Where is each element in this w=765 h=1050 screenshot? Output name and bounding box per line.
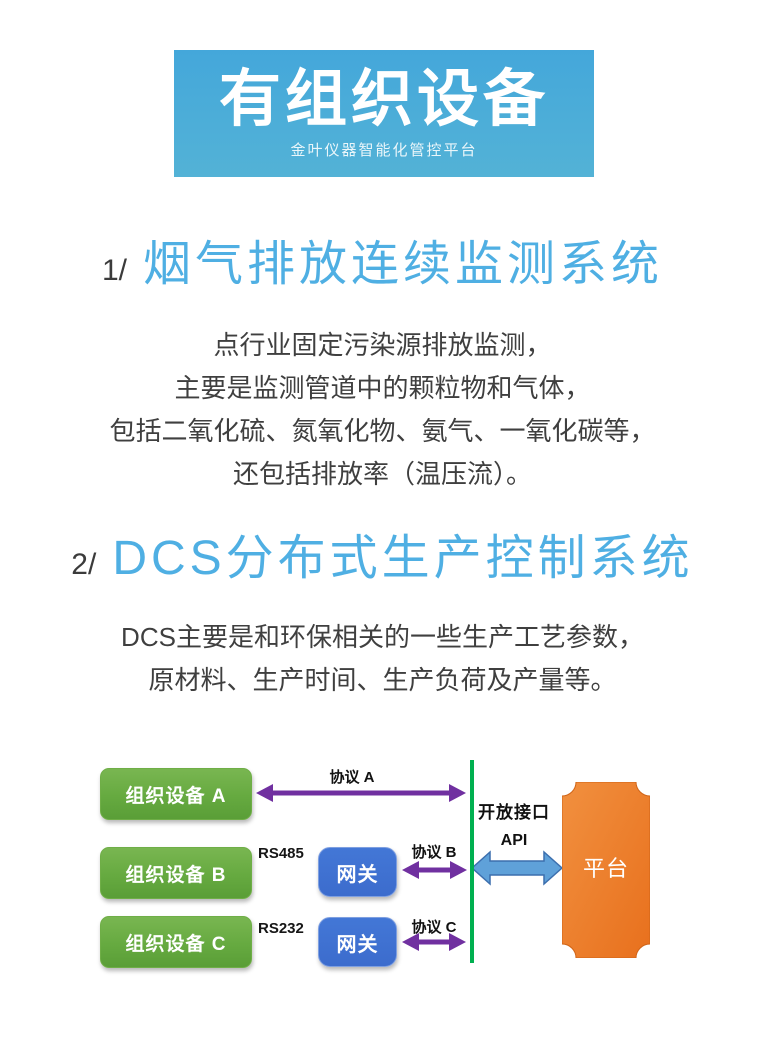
device-b-label: 组织设备 B xyxy=(125,864,227,886)
protocol-b-arrow xyxy=(402,861,467,879)
device-a-label: 组织设备 A xyxy=(125,785,227,807)
platform-plaque-svg xyxy=(562,782,650,958)
protocol-c-arrow xyxy=(402,933,466,951)
header-banner: 有组织设备 金叶仪器智能化管控平台 xyxy=(174,50,594,177)
section1-body-line: 点行业固定污染源排放监测， xyxy=(213,330,552,360)
section2-title: DCS分布式生产控制系统 xyxy=(112,532,694,585)
section1-title: 烟气排放连续监测系统 xyxy=(143,238,664,291)
section1-heading: 1/ 烟气排放连续监测系统 xyxy=(0,224,765,294)
platform-shape: 平台 xyxy=(562,782,650,958)
device-box-b: 组织设备 B xyxy=(100,847,252,899)
section1-body-line: 包括二氧化硫、氮氧化物、氨气、一氧化碳等， xyxy=(109,416,656,446)
protocol-b-label: 协议 B xyxy=(411,844,457,861)
device-box-c: 组织设备 C xyxy=(100,916,252,968)
api-label: API xyxy=(500,832,528,849)
section2-body: DCS主要是和环保相关的一些生产工艺参数， 原材料、生产时间、生产负荷及产量等。 xyxy=(0,616,765,702)
open-interface-labels: 开放接口 API xyxy=(476,798,552,850)
section2-number: 2/ xyxy=(71,548,97,581)
gateway-b-label: 网关 xyxy=(336,863,379,886)
section1-body-line: 主要是监测管道中的颗粒物和气体， xyxy=(174,373,591,403)
section2-body-line: 原材料、生产时间、生产负荷及产量等。 xyxy=(148,665,617,695)
rs485-label: RS485 xyxy=(258,845,304,862)
protocol-a-label: 协议 A xyxy=(329,769,375,786)
section1-body-line: 还包括排放率（温压流）。 xyxy=(232,459,532,489)
page-title: 有组织设备 xyxy=(218,65,549,135)
page-subtitle: 金叶仪器智能化管控平台 xyxy=(290,141,478,159)
section1-number: 1/ xyxy=(101,254,127,287)
section2-heading: 2/ DCS分布式生产控制系统 xyxy=(0,518,765,588)
protocol-c-label: 协议 C xyxy=(411,919,457,936)
gateway-c-label: 网关 xyxy=(336,933,379,956)
device-box-a: 组织设备 A xyxy=(100,768,252,820)
architecture-diagram: 组织设备 A 组织设备 B 组织设备 C RS485 RS232 网关 网关 协… xyxy=(0,750,765,1030)
gateway-box-c: 网关 xyxy=(318,917,397,967)
open-interface-line xyxy=(470,760,474,963)
open-interface-label: 开放接口 xyxy=(478,803,550,822)
protocol-a-arrow xyxy=(256,784,466,802)
platform-label: 平台 xyxy=(582,856,629,881)
section1-body: 点行业固定污染源排放监测， 主要是监测管道中的颗粒物和气体， 包括二氧化硫、氮氧… xyxy=(0,324,765,496)
section2-body-line: DCS主要是和环保相关的一些生产工艺参数， xyxy=(121,622,644,652)
device-c-label: 组织设备 C xyxy=(125,933,227,955)
gateway-box-b: 网关 xyxy=(318,847,397,897)
rs232-label: RS232 xyxy=(258,920,304,937)
